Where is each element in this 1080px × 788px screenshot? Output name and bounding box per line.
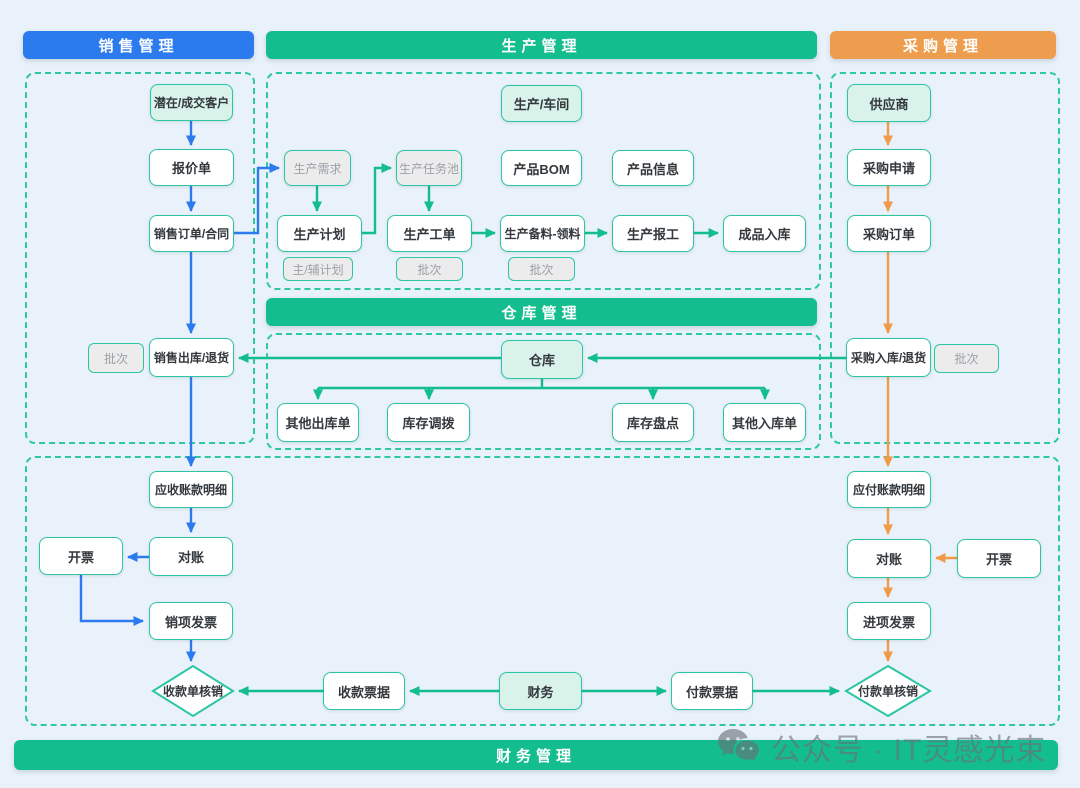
node-stock-transfer: 库存调拨: [387, 403, 470, 442]
node-sales-outbound: 销售出库/退货: [149, 338, 234, 377]
node-finished-inbound: 成品入库: [723, 215, 806, 252]
sales-flow-edges: [79, 121, 280, 662]
node-receivable-detail: 应收账款明细: [149, 471, 233, 508]
node-payment-writeoff: 付款单核销: [857, 684, 919, 699]
node-customer: 潜在/成交客户: [150, 84, 233, 121]
tag-sales-batch: 批次: [88, 343, 144, 373]
node-material-picking: 生产备料-领料: [500, 215, 585, 252]
node-payment-note: 付款票据: [671, 672, 753, 710]
node-other-inbound: 其他入库单: [723, 403, 806, 442]
tag-work-order-batch: 批次: [396, 257, 463, 281]
sales-group-container: [25, 72, 255, 444]
watermark-text: 公众号 · IT灵感光束: [771, 734, 1047, 767]
node-invoicing-left: 开票: [39, 537, 123, 575]
node-purchase-request: 采购申请: [847, 149, 931, 186]
node-product-bom: 产品BOM: [501, 150, 582, 186]
node-sales-order: 销售订单/合同: [149, 215, 234, 252]
node-finance-hub: 财务: [499, 672, 582, 710]
procurement-group-container: [830, 72, 1060, 444]
node-receipt-note: 收款票据: [323, 672, 405, 710]
production-group-container: [266, 72, 821, 290]
warehouse-flow-edges: [238, 353, 846, 400]
tag-material-batch: 批次: [508, 257, 575, 281]
wechat-icon: [718, 729, 759, 762]
node-production-report: 生产报工: [612, 215, 694, 252]
node-purchase-inbound: 采购入库/退货: [846, 338, 931, 377]
finance-group-container: [25, 456, 1060, 726]
tag-main-aux-plan: 主/辅计划: [283, 257, 353, 281]
finance-module-header: 财务管理: [14, 740, 1058, 770]
watermark: 公众号 · IT灵感光束: [716, 726, 1046, 768]
sales-module-header: 销售管理: [23, 31, 254, 59]
procurement-flow-edges: [883, 122, 957, 662]
warehouse-group-container: [266, 333, 821, 450]
node-stocktake: 库存盘点: [612, 403, 694, 442]
tag-purchase-batch: 批次: [934, 344, 999, 373]
node-workshop: 生产/车间: [501, 85, 582, 122]
warehouse-module-header: 仓库管理: [266, 298, 817, 326]
node-quotation: 报价单: [149, 149, 234, 186]
node-sales-invoice: 销项发票: [149, 602, 233, 640]
node-production-demand: 生产需求: [284, 150, 351, 186]
node-work-order: 生产工单: [387, 215, 472, 252]
node-production-plan: 生产计划: [277, 215, 362, 252]
node-purchase-order: 采购订单: [847, 215, 931, 252]
production-flow-edges: [312, 163, 719, 238]
node-reconciliation-left: 对账: [149, 537, 233, 576]
node-payable-detail: 应付账款明细: [847, 471, 931, 508]
node-receipt-writeoff: 收款单核销: [162, 684, 224, 699]
node-other-outbound: 其他出库单: [277, 403, 359, 442]
node-task-pool: 生产任务池: [396, 150, 462, 186]
node-invoicing-right: 开票: [957, 539, 1041, 578]
procurement-module-header: 采购管理: [830, 31, 1056, 59]
node-reconciliation-right: 对账: [847, 539, 931, 578]
production-module-header: 生产管理: [266, 31, 817, 59]
writeoff-diamonds: [151, 664, 932, 718]
node-warehouse: 仓库: [501, 340, 583, 379]
node-purchase-invoice: 进项发票: [847, 602, 931, 640]
node-supplier: 供应商: [847, 84, 931, 122]
node-product-info: 产品信息: [612, 150, 694, 186]
